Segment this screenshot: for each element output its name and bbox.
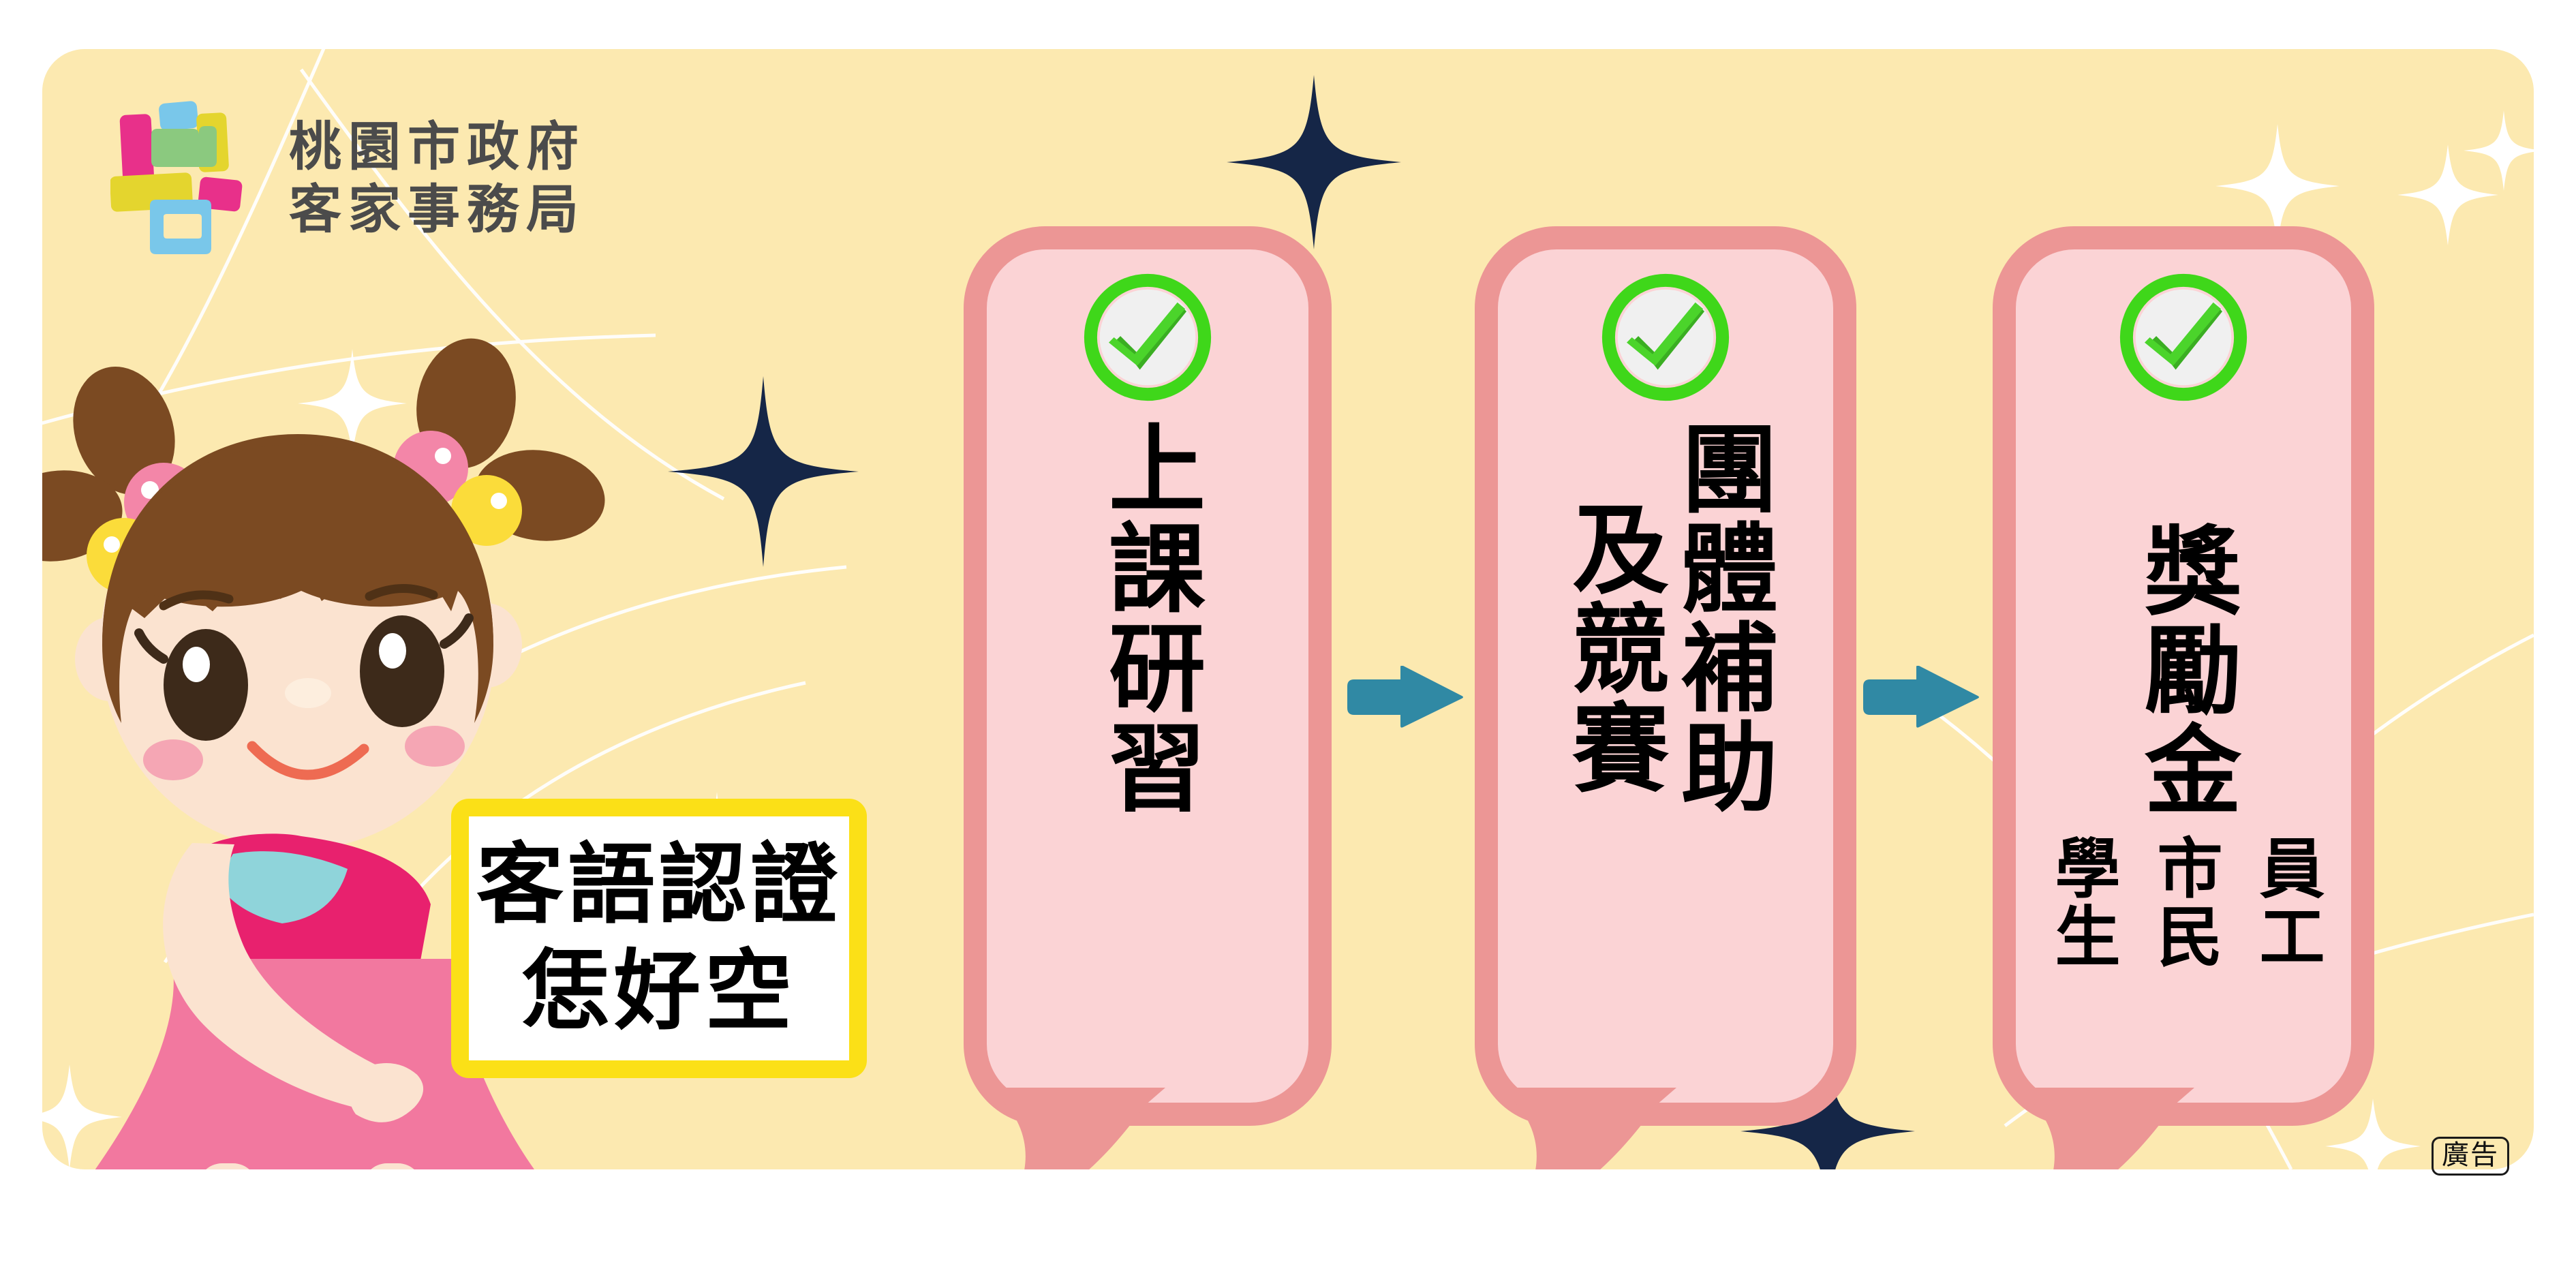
bubble-tail-2 — [1513, 1088, 1676, 1169]
audience-students: 學生 — [2045, 834, 2118, 970]
step-3-audience-row: 學生 市民 員工 — [2045, 834, 2322, 970]
hakka-girl-mascot — [42, 338, 605, 1169]
step-3-label: 獎勵金 — [2130, 521, 2238, 819]
taoyuan-hakka-blocks-logo-icon — [110, 101, 243, 254]
tagline-line1: 客語認證 — [476, 835, 842, 934]
poster-card: 桃園市政府 客家事務局 — [42, 49, 2534, 1169]
bubble-tail-3 — [2031, 1088, 2194, 1169]
org-logo: 桃園市政府 客家事務局 — [110, 97, 585, 260]
green-check-circle-icon — [1084, 273, 1212, 401]
bubble-tail-1 — [1002, 1088, 1165, 1169]
step-bubble-1-text: 上課研習 — [987, 413, 1308, 1075]
step-bubble-1: 上課研習 — [964, 226, 1332, 1169]
step-1-label: 上課研習 — [1094, 418, 1202, 816]
org-name-line1: 桃園市政府 — [289, 117, 585, 177]
org-name-line2: 客家事務局 — [289, 181, 585, 239]
org-logo-text: 桃園市政府 客家事務局 — [289, 118, 585, 239]
tagline-line2: 恁好空 — [521, 942, 796, 1040]
green-check-circle-icon — [1601, 273, 1730, 401]
ad-badge: 廣告 — [2432, 1137, 2509, 1176]
step-bubble-3-text: 獎勵金 學生 市民 員工 — [2016, 413, 2351, 1075]
tagline-card: 客語認證 恁好空 — [451, 799, 867, 1078]
step-2-label-primary: 團體補助 — [1666, 418, 1775, 816]
step-bubble-2-text: 及競賽 團體補助 — [1498, 413, 1833, 1075]
audience-employees: 員工 — [2250, 834, 2322, 970]
step-bubble-2: 及競賽 團體補助 — [1475, 226, 1856, 1169]
green-check-circle-icon — [2119, 273, 2248, 401]
flow-arrow-1 — [1347, 666, 1463, 728]
audience-citizens: 市民 — [2147, 834, 2220, 970]
step-2-label-secondary: 及競賽 — [1557, 499, 1666, 797]
step-bubble-3: 獎勵金 學生 市民 員工 — [1993, 226, 2374, 1169]
navy-sparkles — [668, 75, 1915, 1169]
flow-arrow-2 — [1863, 666, 1979, 728]
